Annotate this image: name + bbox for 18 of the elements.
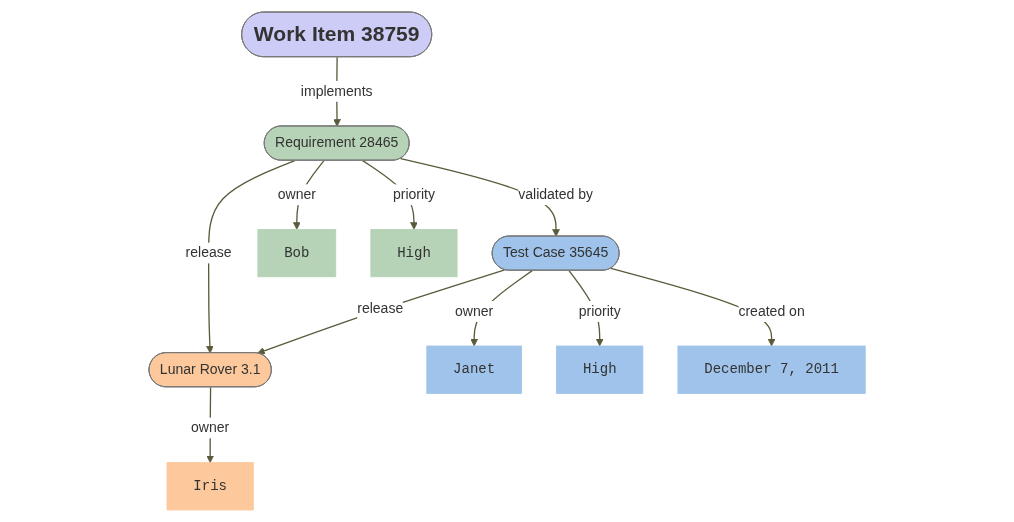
node-box: High — [556, 345, 644, 394]
node-box: Janet — [426, 345, 522, 394]
node-box: December 7, 2011 — [677, 345, 866, 394]
edge-label: owner — [190, 420, 230, 436]
edge-label: created on — [738, 303, 805, 319]
arrow — [205, 159, 296, 354]
edge-label: release — [357, 301, 404, 316]
edge-label: owner — [277, 186, 316, 202]
node-box: Bob — [257, 229, 337, 278]
edge-label: priority — [578, 303, 621, 319]
edge-label: implements — [300, 83, 373, 99]
edge-label: priority — [392, 186, 435, 202]
node-box: High — [370, 229, 458, 278]
node-box: Iris — [166, 462, 254, 511]
edge-label: validated by — [518, 186, 593, 202]
edge-label: owner — [454, 303, 494, 319]
edge-label: release — [185, 245, 232, 261]
arrow — [257, 269, 506, 355]
